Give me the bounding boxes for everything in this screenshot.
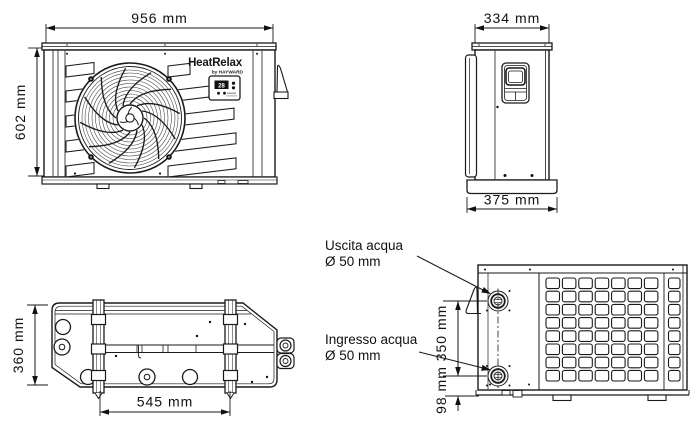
mounting-strap-left <box>90 299 107 400</box>
outlet-label-line2: Ø 50 mm <box>325 254 381 269</box>
brand-sub-logo: by HAYWARD <box>212 70 244 76</box>
side-view: 334 mm 375 mm <box>464 10 558 213</box>
mounting-strap-right <box>222 299 239 400</box>
pipe-unions-top-view <box>276 337 295 370</box>
rear-fitting-flap <box>465 286 479 315</box>
button-down <box>231 86 236 90</box>
coil-side-panel <box>464 54 478 178</box>
side-base-pedestal <box>466 179 558 195</box>
display-value: 28 <box>218 83 225 89</box>
control-panel: 28 <box>208 75 241 101</box>
front-fitting-flap <box>273 64 289 100</box>
carry-handle <box>501 62 530 104</box>
inlet-label-line1: Ingresso acqua <box>325 332 418 347</box>
rear-inlet-height-dim: 98 mm <box>433 366 449 414</box>
rear-port-spacing-dim: 350 mm <box>433 305 449 362</box>
brand-logo: HeatRelax <box>188 57 243 69</box>
fan-icon <box>74 62 186 174</box>
top-depth-dim: 360 mm <box>10 317 26 374</box>
side-base-width-dim: 375 mm <box>484 192 541 208</box>
rear-view: 350 mm 98 mm Uscita acqua Ø 50 mm Ingres… <box>325 238 690 414</box>
button-up <box>231 81 236 85</box>
top-view: 360 mm <box>10 299 295 416</box>
front-height-dim: 602 mm <box>12 84 28 141</box>
display-screen <box>214 80 229 89</box>
front-width-dim: 956 mm <box>131 10 188 26</box>
condenser-vent-grid <box>545 277 681 382</box>
outlet-label-line1: Uscita acqua <box>325 238 404 253</box>
fan-mount-bolts <box>88 76 172 160</box>
inlet-label-line2: Ø 50 mm <box>325 348 381 363</box>
front-view: 956 mm 602 mm <box>12 10 289 190</box>
side-width-dim: 334 mm <box>484 10 541 26</box>
top-strap-spacing-dim: 545 mm <box>137 394 194 410</box>
